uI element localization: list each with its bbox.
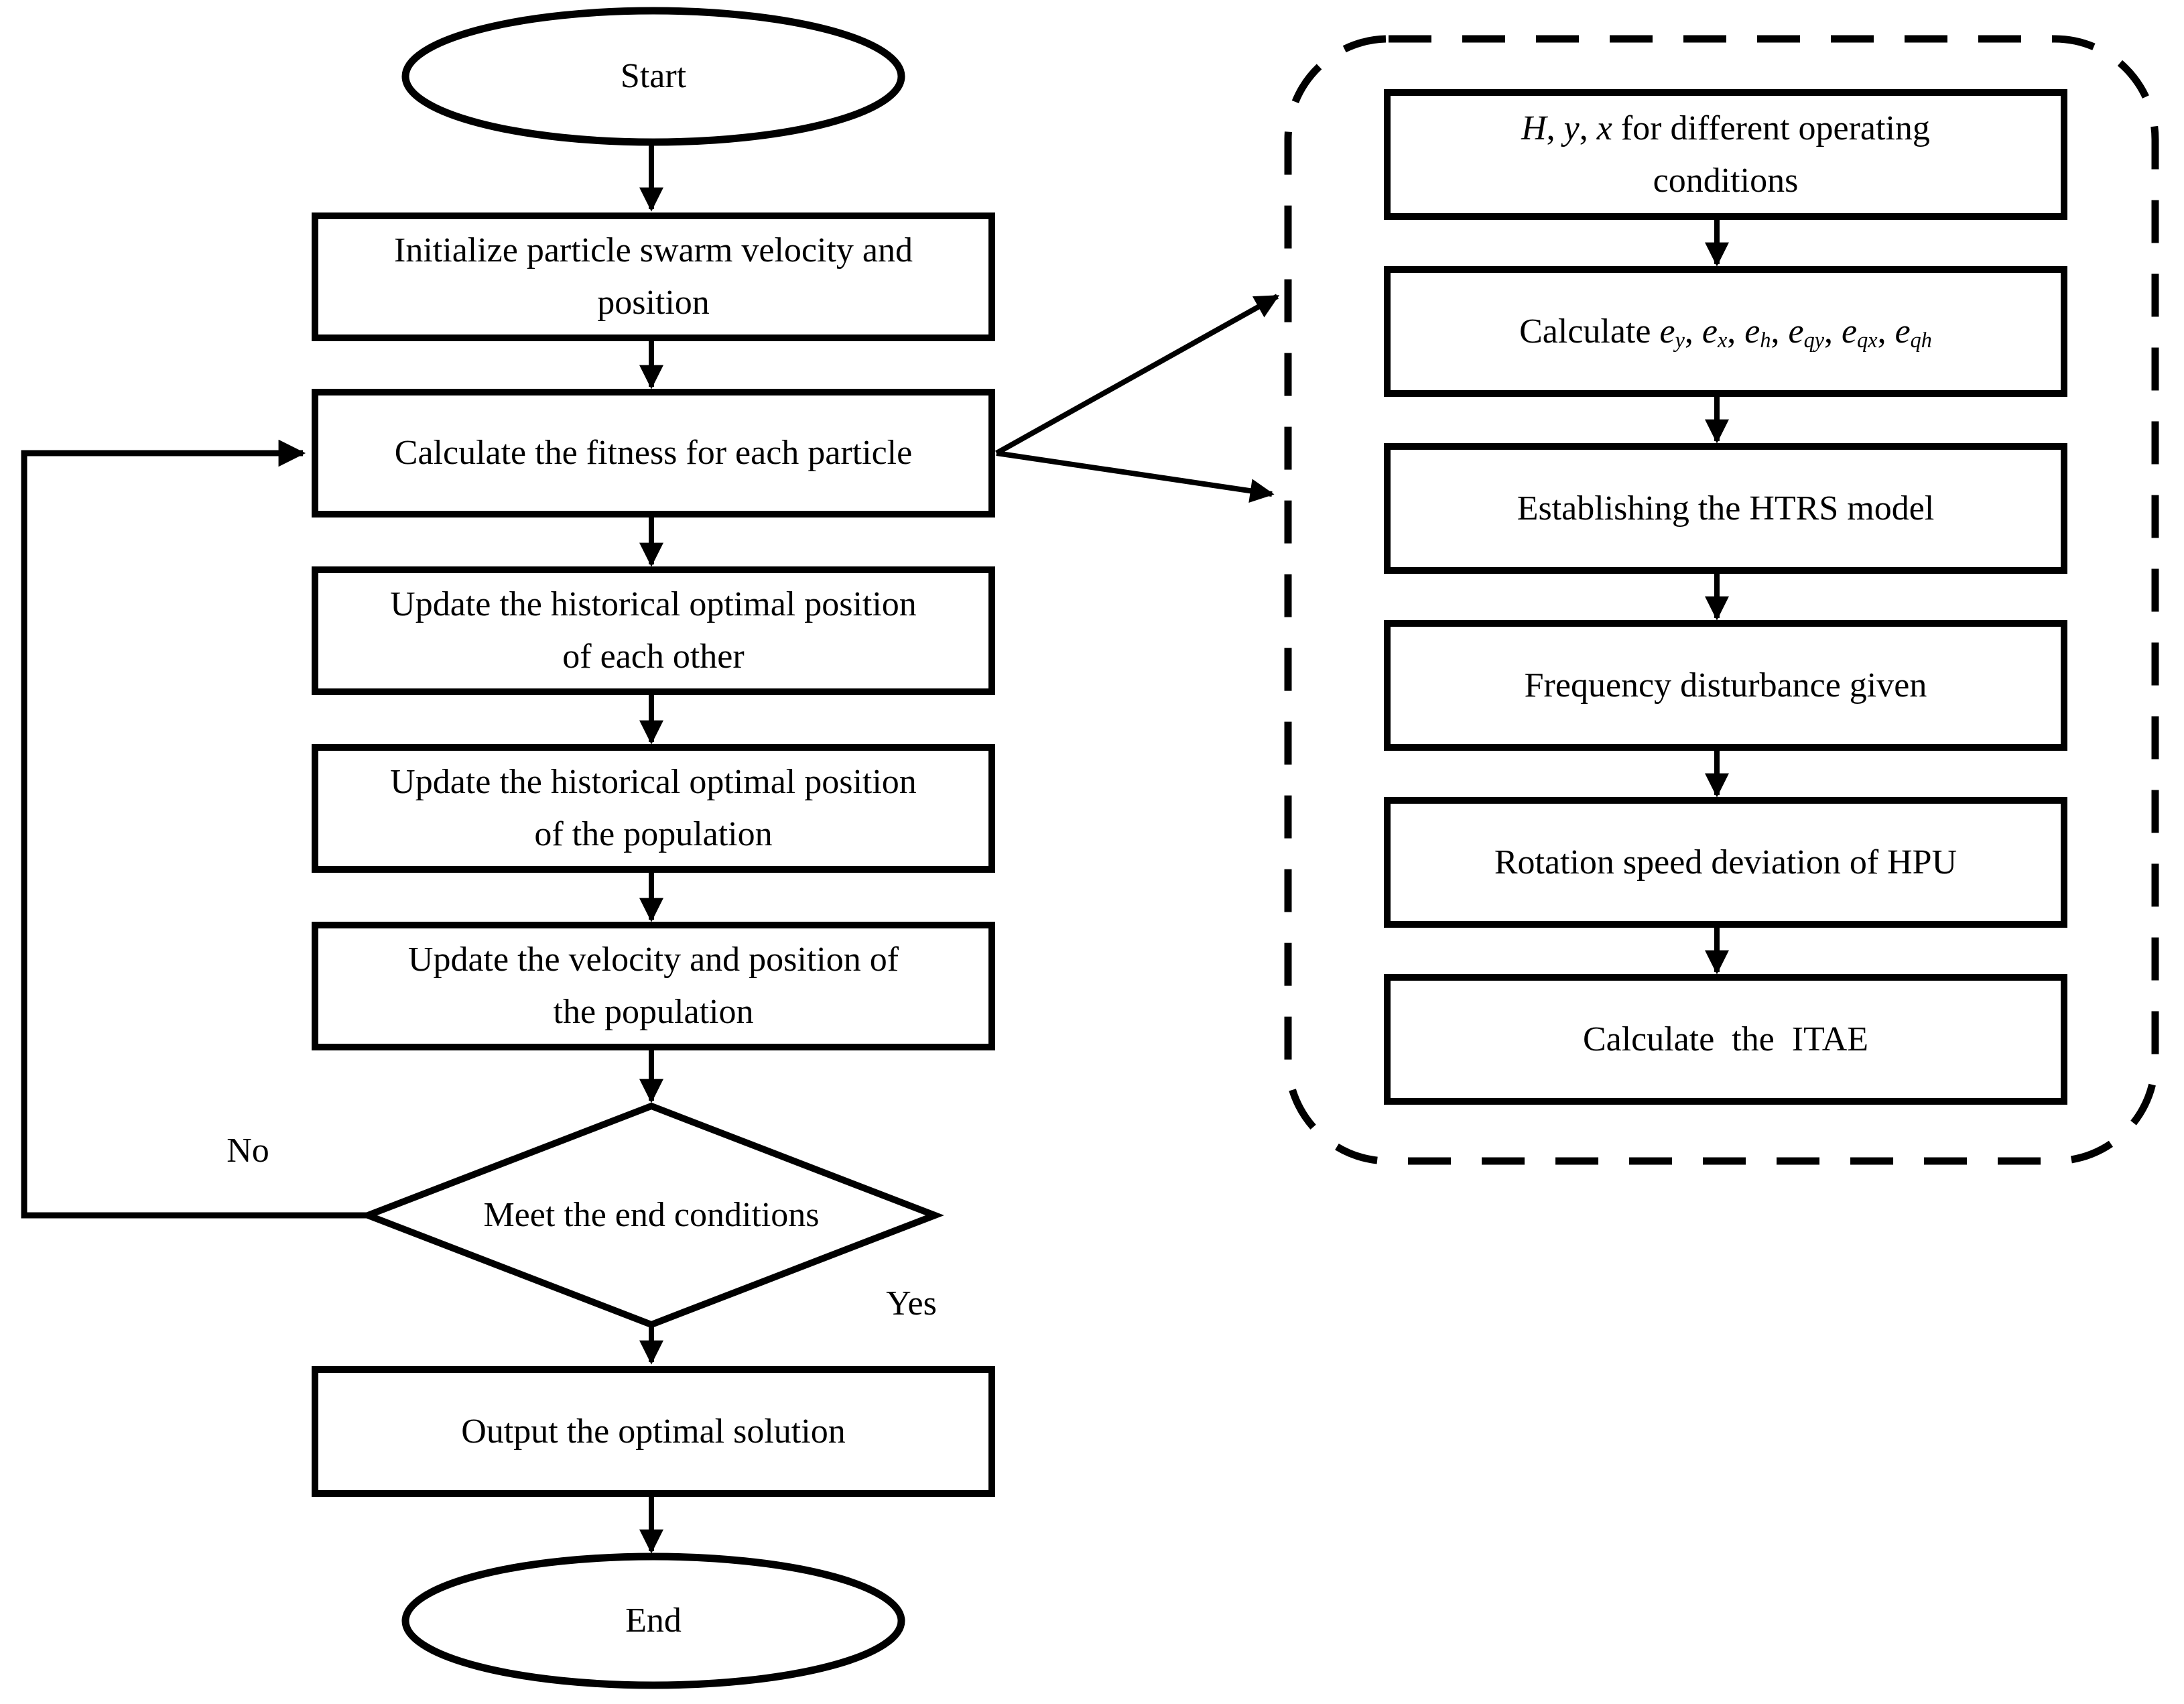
- panel-box-frequency-disturbance-label: Frequency disturbance given: [1394, 623, 2057, 747]
- process-box-update-velocity-label: Update the velocity and position of the …: [322, 925, 985, 1047]
- panel-box-frequency-disturbance-shape: [1384, 620, 2067, 751]
- process-box-output-shape: [312, 1366, 995, 1497]
- panel-box-htrs-model-label: Establishing the HTRS model: [1394, 446, 2057, 570]
- yes-branch-label: Yes: [851, 1274, 972, 1334]
- process-box-update-individual-label: Update the historical optimal position o…: [322, 570, 985, 692]
- end-terminator-label: End: [405, 1557, 901, 1685]
- panel-box-calculate-coefficients-label: Calculate ey, ex, eh, eqy, eqx, eqh: [1394, 269, 2057, 393]
- decision-diamond-label: Meet the end conditions: [402, 1175, 901, 1256]
- process-text-line: Update the historical optimal position: [390, 763, 917, 801]
- panel-box-htrs-model-shape: [1384, 443, 2067, 574]
- yes-text: Yes: [886, 1284, 937, 1323]
- process-text-line: of the population: [534, 815, 773, 853]
- no-branch-label: No: [194, 1121, 302, 1181]
- process-text-line: Update the velocity and position of: [407, 940, 899, 979]
- panel-box-calculate-itae-shape: [1384, 974, 2067, 1105]
- process-box-fitness-label: Calculate the fitness for each particle: [322, 392, 985, 514]
- process-text-line: of each other: [562, 637, 745, 676]
- panel-box-rotation-speed-shape: [1384, 797, 2067, 928]
- end-text: End: [625, 1601, 682, 1640]
- arrow-fitness-to-panel-upper: [995, 294, 1280, 456]
- start-terminator-shape: [401, 7, 905, 146]
- process-text-line: Update the historical optimal position: [390, 585, 917, 623]
- operating-conditions-line1: H, y, x for different operating: [1521, 109, 1930, 147]
- htrs-model-text: Establishing the HTRS model: [1517, 489, 1935, 528]
- process-text-line: Initialize particle swarm velocity and: [394, 231, 913, 269]
- calculate-itae-text: Calculate the ITAE: [1582, 1020, 1869, 1058]
- frequency-disturbance-text: Frequency disturbance given: [1524, 666, 1927, 705]
- process-box-update-population-label: Update the historical optimal position o…: [322, 747, 985, 869]
- panel-box-operating-conditions-label: H, y, x for different operating conditio…: [1394, 93, 2057, 217]
- panel-box-calculate-itae-label: Calculate the ITAE: [1394, 977, 2057, 1101]
- calculate-coefficients-text: Calculate ey, ex, eh, eqy, eqx, eqh: [1519, 312, 1932, 352]
- process-text-line: Calculate the fitness for each particle: [394, 434, 913, 472]
- panel-box-operating-conditions-shape: [1384, 89, 2067, 220]
- arrow-no-feedback-loop: [21, 439, 368, 1219]
- start-terminator-label: Start: [405, 11, 901, 142]
- panel-box-calculate-coefficients-shape: [1384, 266, 2067, 397]
- process-text-line: the population: [553, 993, 754, 1031]
- process-text-line: Output the optimal solution: [461, 1412, 846, 1451]
- process-box-update-population-shape: [312, 744, 995, 873]
- decision-diamond-shape: [359, 1102, 944, 1329]
- decision-text: Meet the end conditions: [483, 1196, 820, 1234]
- panel-box-rotation-speed-label: Rotation speed deviation of HPU: [1394, 800, 2057, 924]
- no-text: No: [227, 1132, 269, 1170]
- process-box-update-individual-shape: [312, 566, 995, 695]
- start-text: Start: [620, 57, 687, 95]
- arrow-fitness-to-panel-lower: [996, 450, 1275, 503]
- process-box-initialize-label: Initialize particle swarm velocity and p…: [322, 216, 985, 338]
- end-terminator-shape: [401, 1553, 905, 1689]
- fitness-evaluation-group-border: [1284, 35, 2159, 1165]
- process-box-initialize-shape: [312, 212, 995, 341]
- process-box-output-label: Output the optimal solution: [322, 1370, 985, 1494]
- rotation-speed-text: Rotation speed deviation of HPU: [1494, 843, 1957, 881]
- process-box-update-velocity-shape: [312, 922, 995, 1050]
- operating-conditions-line2: conditions: [1653, 161, 1799, 200]
- process-text-line: position: [597, 284, 710, 322]
- process-box-fitness-shape: [312, 389, 995, 518]
